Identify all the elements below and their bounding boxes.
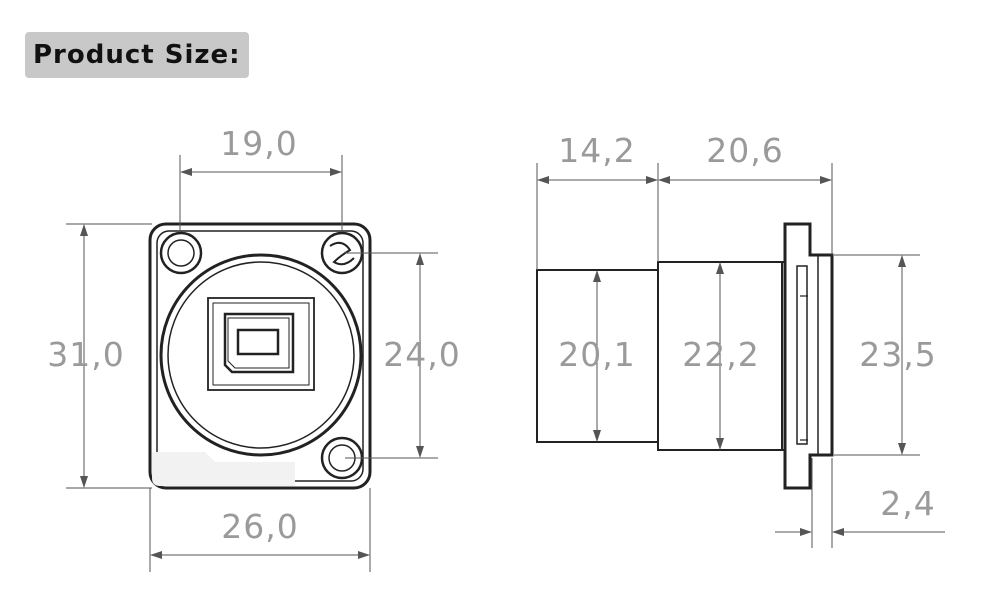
usb-b-icon [223, 312, 295, 374]
page-title: Product Size: [25, 32, 249, 78]
label-top-width: 19,0 [220, 124, 297, 163]
label-body-diameter: 22,2 [682, 335, 759, 374]
top-left-hole-inner [167, 239, 195, 267]
front-plate-inner [156, 230, 364, 482]
label-bottom-width: 26,0 [221, 507, 298, 546]
front-dimensions [66, 155, 438, 572]
usb-b-icon-inner [227, 317, 290, 369]
usb-port-housing-inner [212, 302, 310, 386]
usb-b-pin-block [236, 328, 280, 356]
label-rear-diameter: 20,1 [558, 335, 635, 374]
front-main-circle [159, 253, 363, 457]
top-left-hole [159, 231, 203, 275]
latch-icon [329, 241, 355, 266]
label-flange-height: 23,5 [859, 335, 936, 374]
label-body-length: 20,6 [706, 131, 783, 170]
label-flange-thickness: 2,4 [880, 484, 935, 523]
front-view [148, 222, 372, 490]
front-inner-circle [167, 261, 355, 449]
page-title-text: Product Size: [33, 40, 241, 70]
side-dimensions [536, 163, 945, 548]
flange-outline [783, 222, 834, 490]
label-rear-length: 14,2 [558, 131, 635, 170]
flange-slot [796, 265, 808, 445]
front-plate-outline [148, 222, 372, 490]
label-height: 31,0 [47, 335, 124, 374]
usb-port-housing [207, 297, 315, 391]
front-plate-tab [152, 452, 295, 486]
label-mount-height: 24,0 [383, 335, 460, 374]
